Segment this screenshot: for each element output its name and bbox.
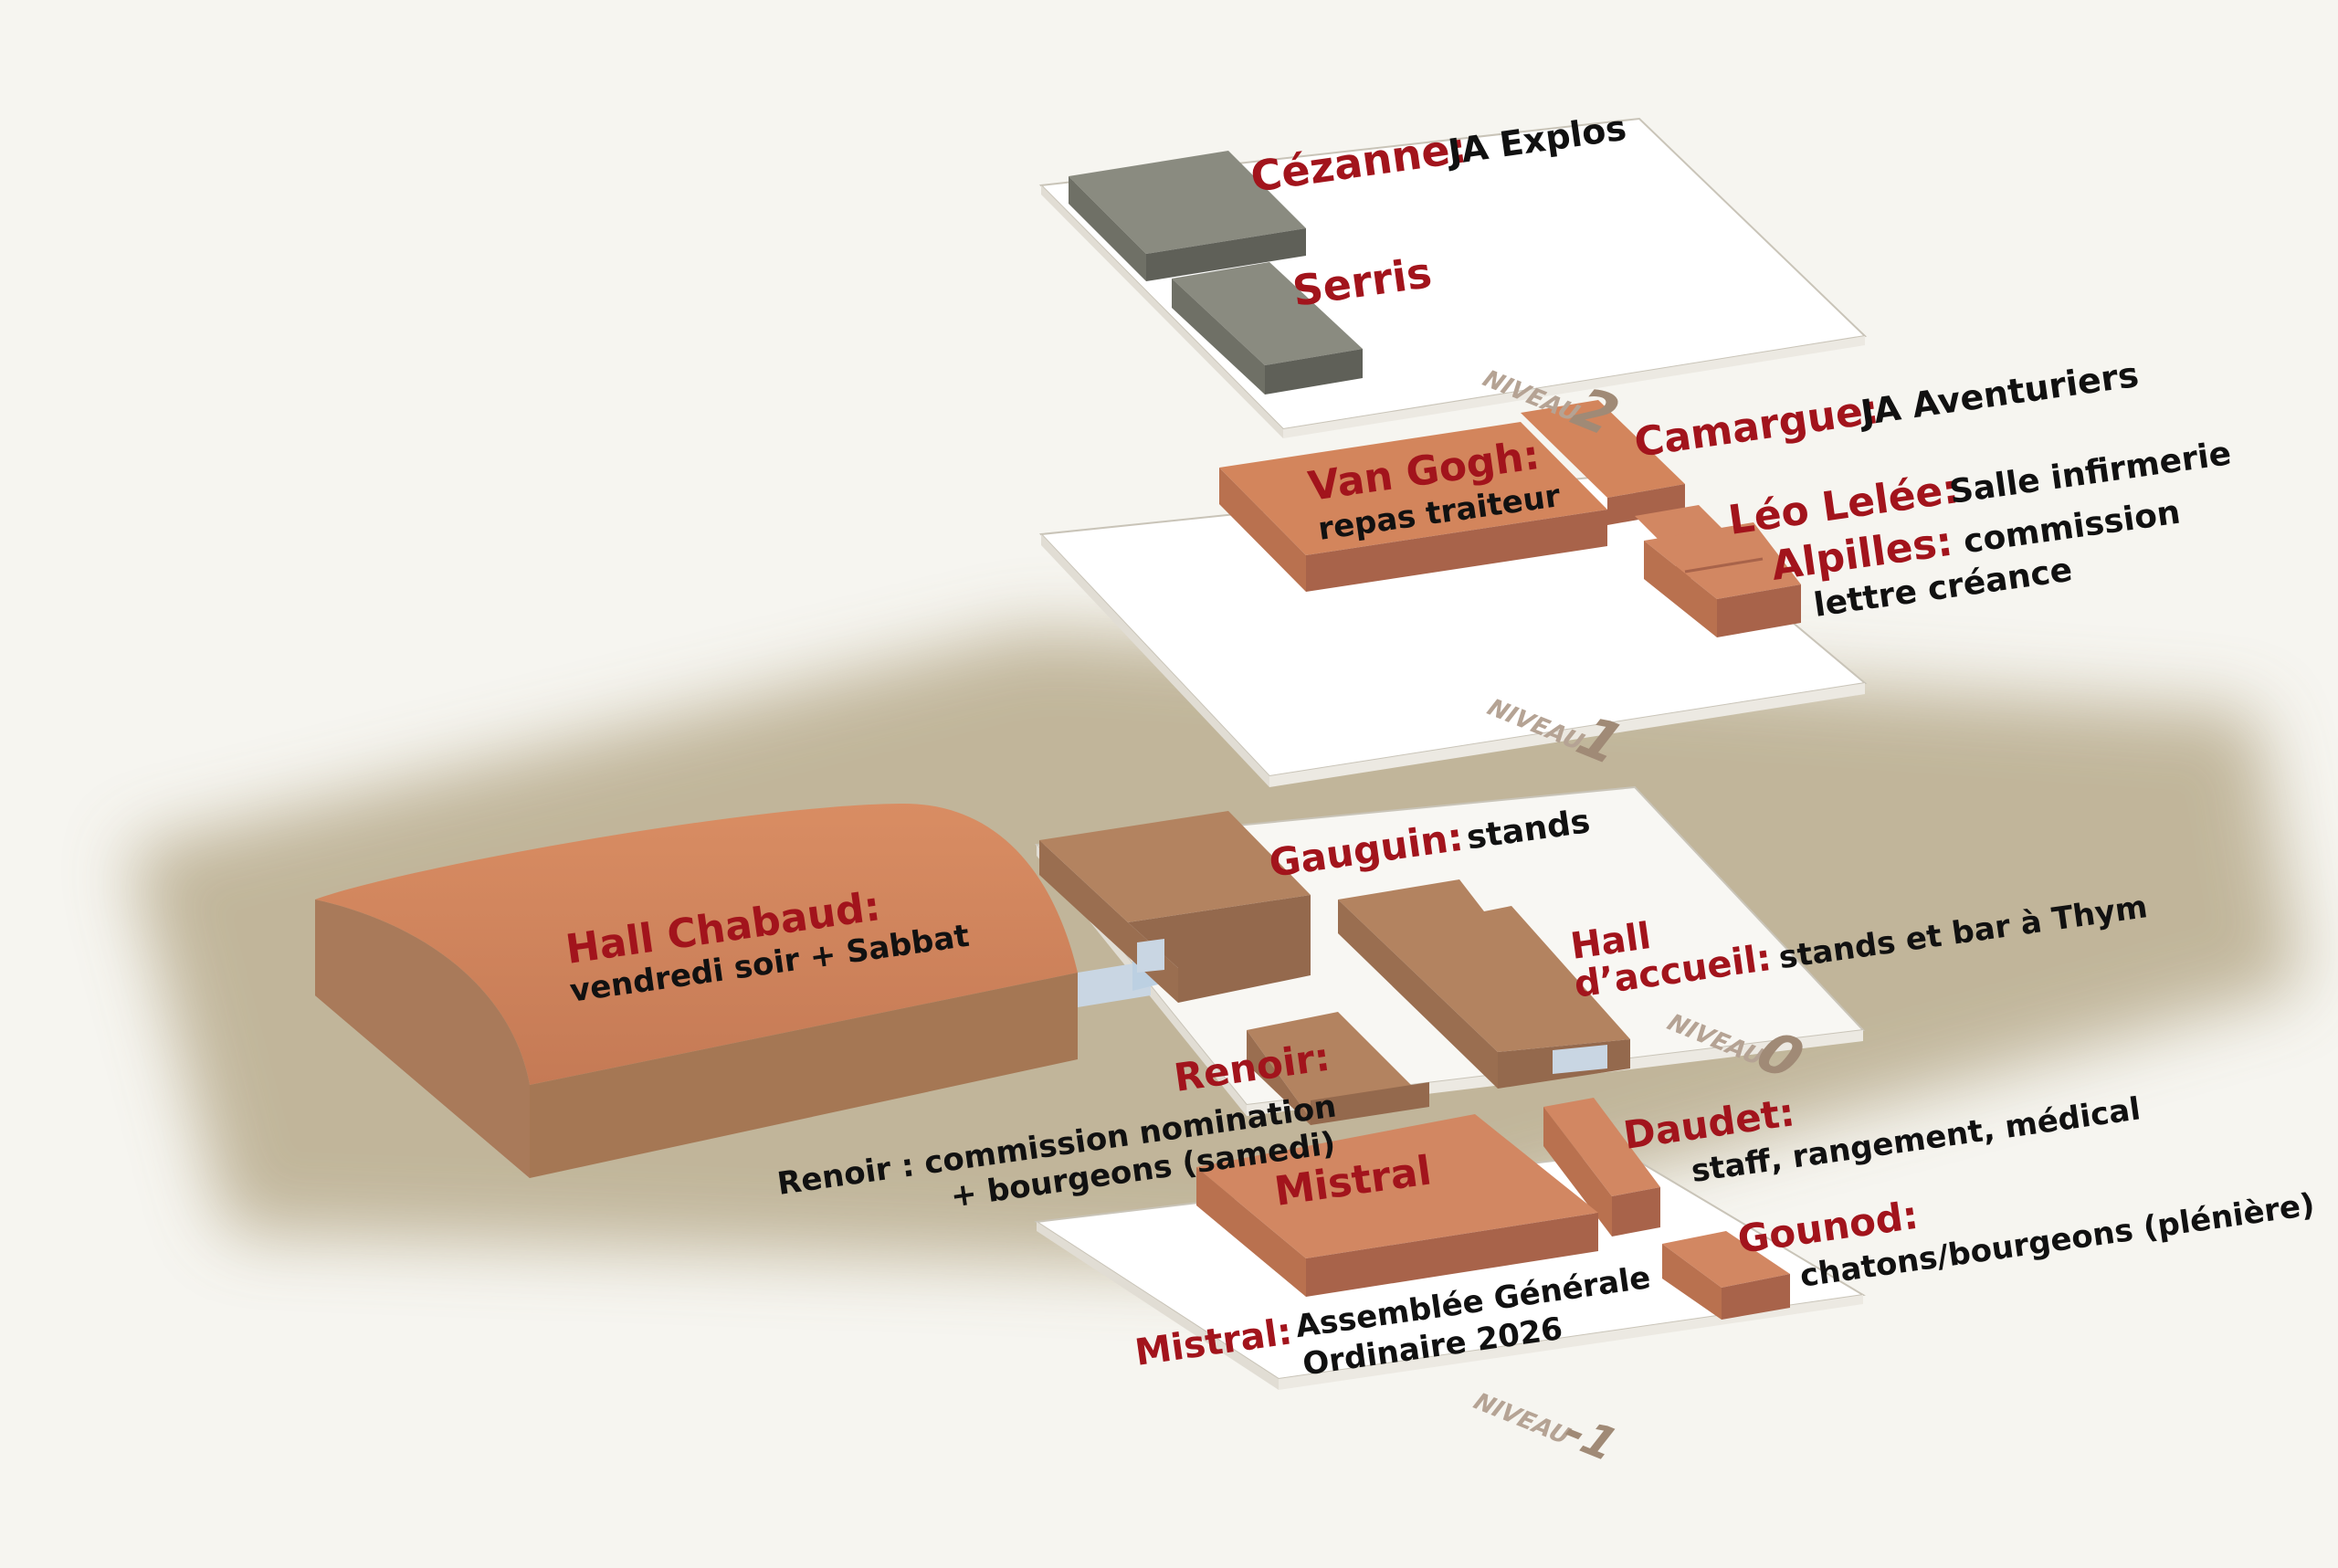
room-name: Camargue: — [1631, 386, 1881, 467]
room-serris-block — [1172, 262, 1363, 395]
room-renoir-block — [1247, 1012, 1429, 1125]
room-hallaccueil-block — [1338, 879, 1630, 1089]
room-cezanne-block — [1069, 151, 1306, 281]
room-alpilles-block — [1644, 522, 1801, 637]
room-gounod-block — [1662, 1231, 1790, 1320]
room-description: Salle infirmerie — [1947, 435, 2233, 511]
level-minus1-marker: NIVEAU -1 — [1467, 1389, 1630, 1470]
room-daudet-block — [1543, 1098, 1660, 1237]
room-description: JA Aventuriers — [1856, 354, 2142, 434]
room-hallchabaud-block — [315, 804, 1078, 1178]
room-vangogh-block — [1219, 422, 1607, 592]
room-mistral-block — [1196, 1114, 1598, 1297]
level-number: -1 — [1549, 1407, 1630, 1469]
room-gauguin-block — [1039, 811, 1311, 1003]
